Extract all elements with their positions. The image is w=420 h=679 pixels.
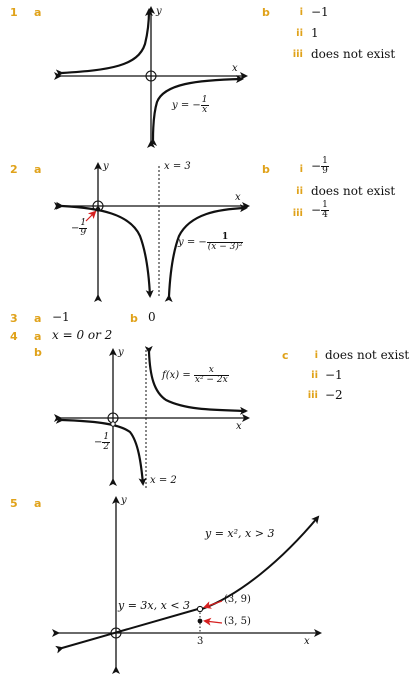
q4-c-ii-value: −1: [325, 368, 343, 382]
q2-b-i-label: i: [299, 164, 303, 175]
q4-y-axis-label: y: [118, 347, 124, 358]
q5-open-point: [196, 605, 204, 613]
q2-part-b-label: b: [262, 163, 270, 176]
q1-b-ii-label: ii: [296, 28, 303, 39]
q1-curve-upper-left: [55, 8, 153, 78]
q4-hole-point: [110, 421, 116, 427]
q2-red-arrow: [85, 210, 97, 222]
q1-b-ii-value: 1: [311, 26, 319, 40]
q4-asymptote-label: x = 2: [150, 475, 177, 486]
q1-y-axis-label: y: [156, 6, 162, 17]
q2-curve-right: [164, 204, 248, 303]
q2-b-ii-value: does not exist: [311, 184, 396, 198]
q4-c-iii-label: iii: [307, 390, 318, 401]
q1-part-a-label: a: [34, 6, 42, 19]
q2-curve-label: y = −1(x − 3)²: [178, 232, 244, 252]
q2-intercept-point: [95, 206, 101, 212]
q2-y-axis-label: y: [103, 161, 109, 172]
q4-curve-left: [55, 415, 147, 486]
q5-line-segment: [55, 608, 199, 654]
q1-curve-lower-right: [148, 75, 244, 147]
question-number-5: 5: [10, 497, 18, 510]
q5-part-a-label: a: [34, 497, 42, 510]
q4-x-axis-label: x: [236, 421, 242, 432]
q2-x-axis-label: x: [235, 192, 241, 203]
q3-part-b-label: b: [130, 312, 138, 325]
q2-curve-left: [55, 201, 154, 298]
q3-b-value: 0: [148, 310, 156, 324]
question-number-3: 3: [10, 312, 18, 325]
q5-red-arrow-open: [203, 600, 223, 609]
question-number-4: 4: [10, 330, 18, 343]
q3-a-value: −1: [52, 310, 70, 324]
q5-x-tick-3: 3: [197, 636, 204, 647]
q1-b-i-value: −1: [311, 5, 329, 19]
q5-red-arrow-closed: [203, 617, 223, 626]
q2-part-a-label: a: [34, 163, 42, 176]
q4-curve-right: [144, 345, 248, 415]
q4-part-c-label: c: [282, 349, 289, 362]
q4-c-i-label: i: [314, 350, 318, 361]
q5-x-axis-label: x: [304, 636, 310, 647]
question-number-2: 2: [10, 163, 18, 176]
question-number-1: 1: [10, 6, 18, 19]
q1-b-i-label: i: [299, 7, 303, 18]
q1-part-b-label: b: [262, 6, 270, 19]
q4-part-b-label: b: [34, 346, 42, 359]
q4-a-value: x = 0 or 2: [52, 328, 113, 342]
q5-closed-point: [197, 618, 203, 624]
q5-origin: [110, 627, 122, 639]
q4-c-i-value: does not exist: [325, 348, 410, 362]
q1-b-iii-label: iii: [292, 49, 303, 60]
q2-b-ii-label: ii: [296, 186, 303, 197]
q3-part-a-label: a: [34, 312, 42, 325]
q4-c-ii-label: ii: [311, 370, 318, 381]
q5-lower-label: y = 3x, x < 3: [118, 599, 191, 612]
q4-part-a-label: a: [34, 330, 42, 343]
q5-upper-label: y = x², x > 3: [205, 527, 275, 540]
q2-asymptote-label: x = 3: [164, 161, 191, 172]
q4-c-iii-value: −2: [325, 388, 343, 402]
q5-closed-point-label: (3, 5): [224, 616, 251, 627]
q2-b-iii-label: iii: [292, 208, 303, 219]
q5-y-axis-label: y: [121, 495, 127, 506]
q5-open-point-label: (3, 9): [224, 594, 251, 605]
q1-b-iii-value: does not exist: [311, 47, 396, 61]
q1-x-axis-label: x: [232, 63, 238, 74]
q1-origin: [145, 70, 157, 82]
